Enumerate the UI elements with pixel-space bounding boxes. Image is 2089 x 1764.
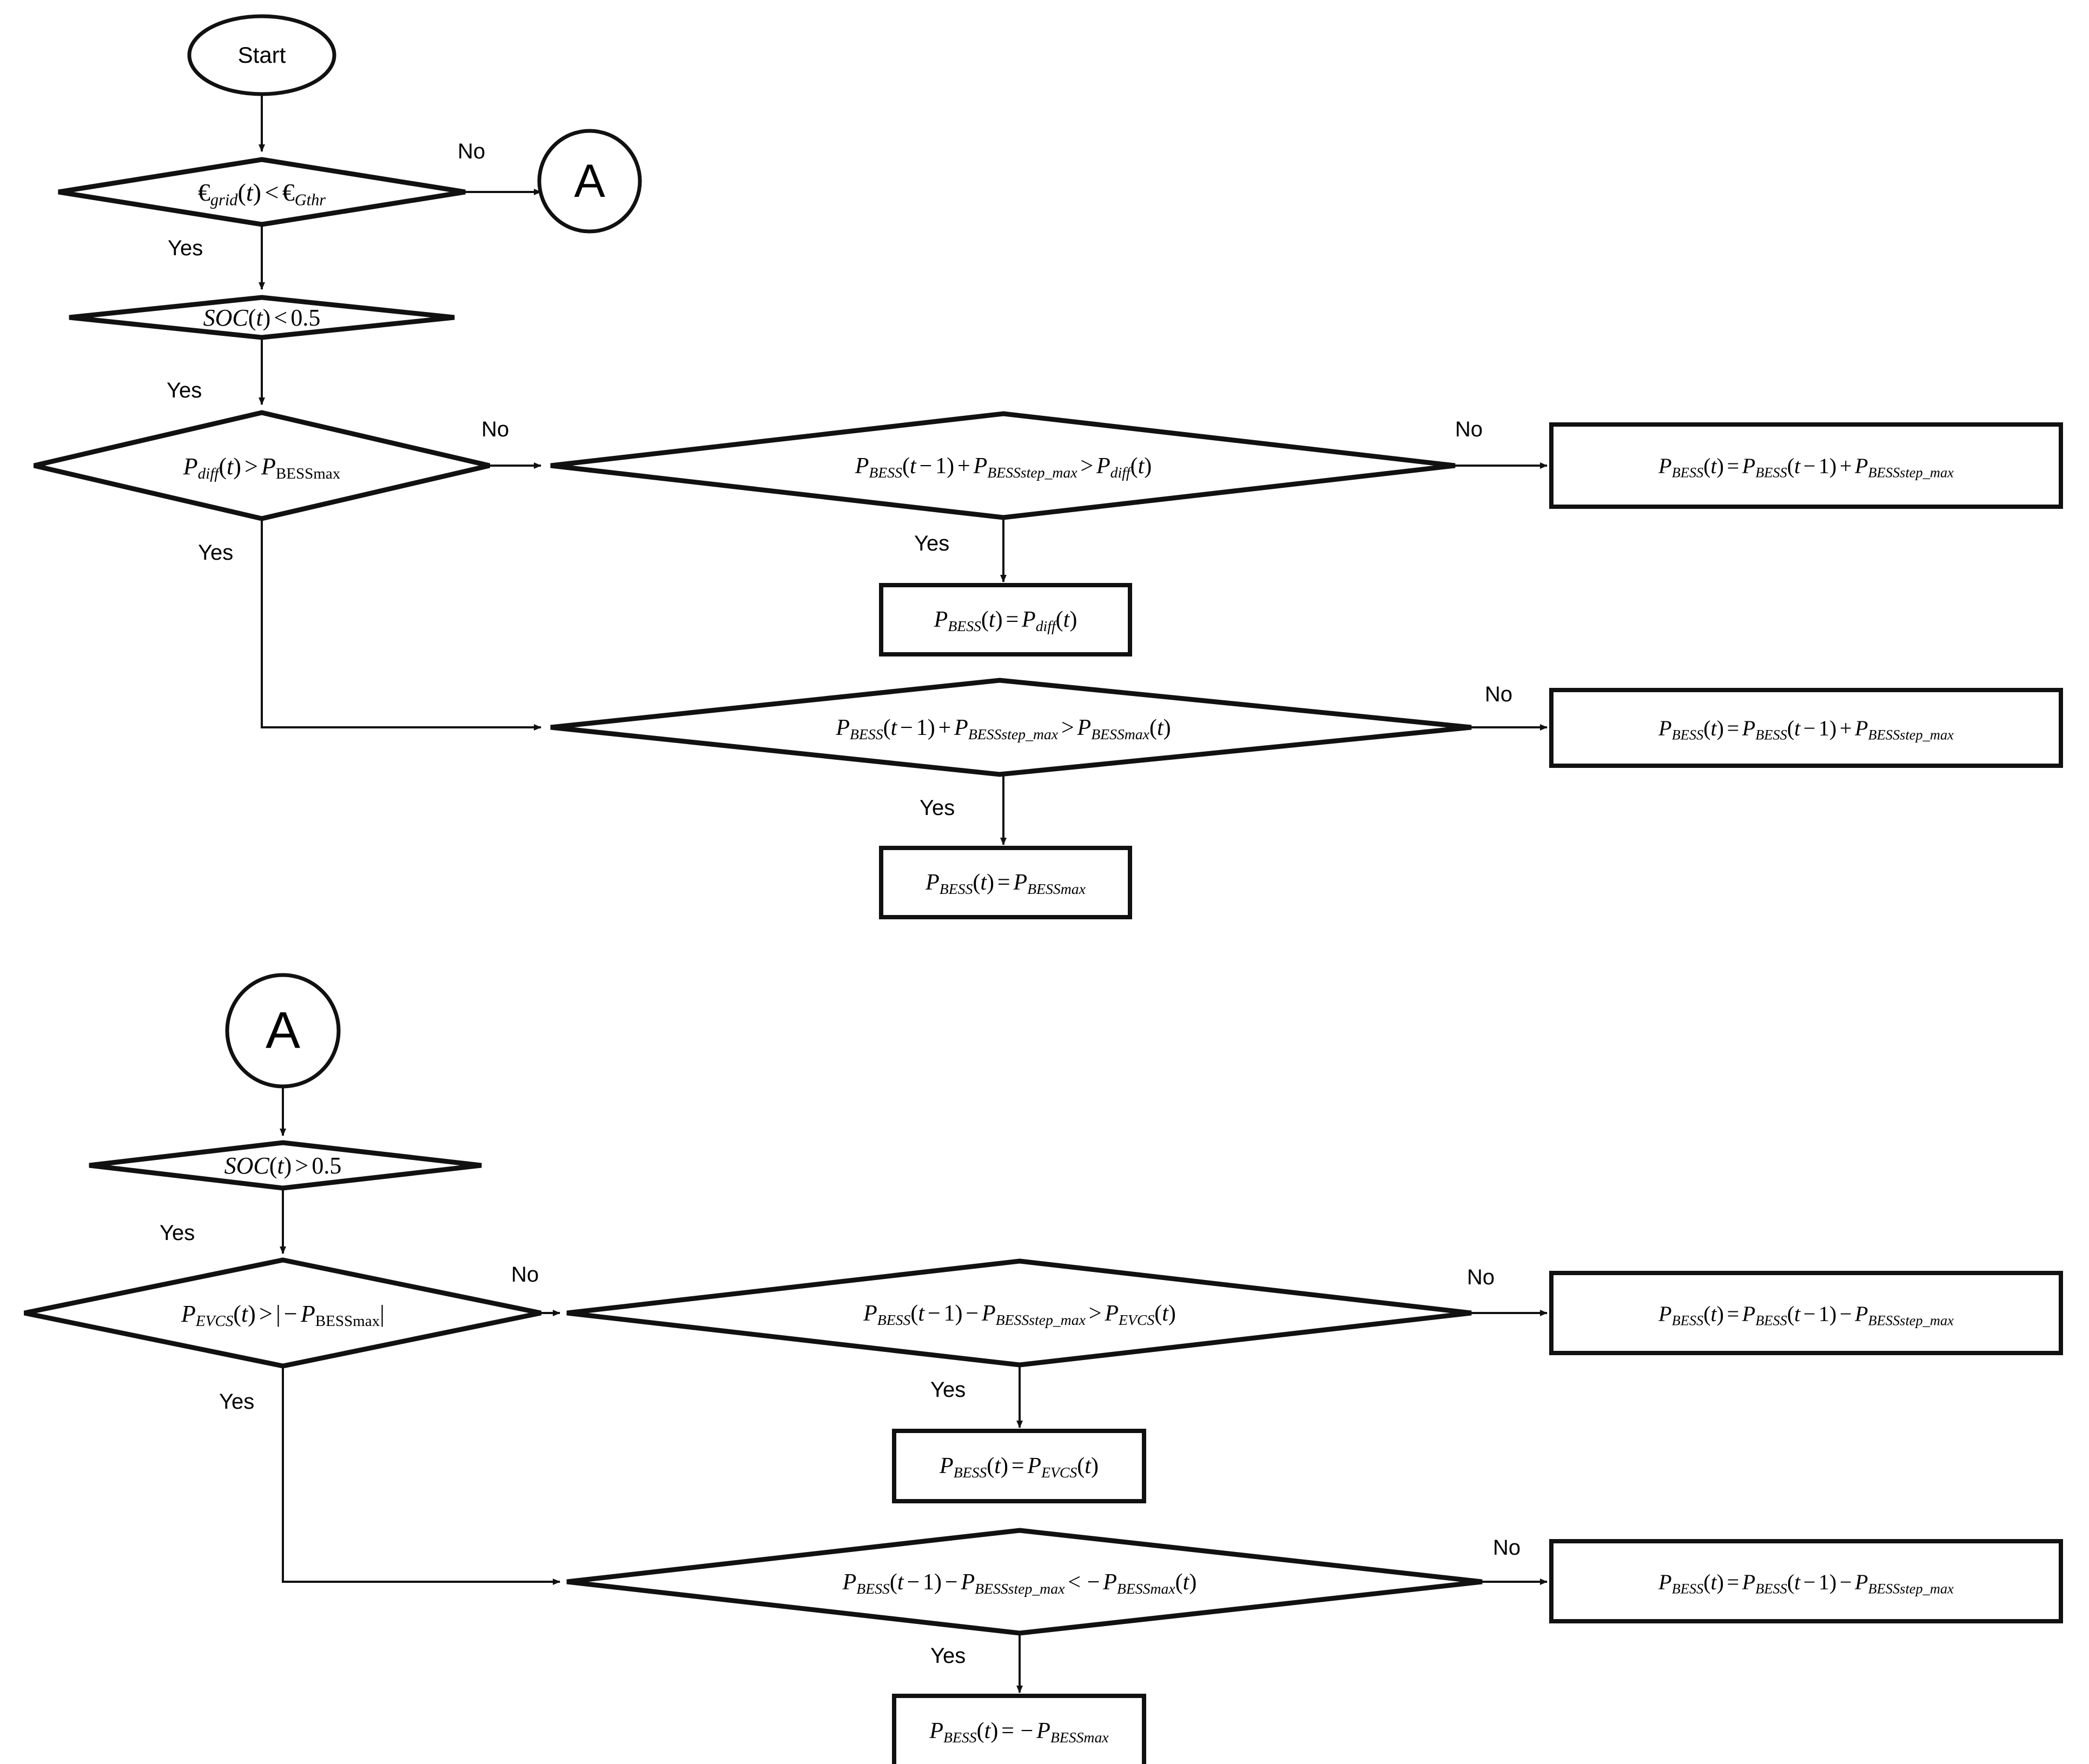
node-box-step2 <box>1549 688 2063 768</box>
node-box-step1 <box>1549 422 2063 509</box>
edge-label-soc-yes: Yes <box>167 379 202 402</box>
node-dec-price <box>58 157 466 227</box>
edge-label-price-yes: Yes <box>168 236 203 260</box>
edge-label-price-no: No <box>458 140 486 163</box>
node-dec-step2 <box>550 678 1472 777</box>
edge-label-pdiff-no: No <box>481 417 510 441</box>
edge-label-step2-no: No <box>1485 682 1513 706</box>
edge-label-pdiff-yes: Yes <box>198 541 234 565</box>
node-dec-step1 <box>550 411 1456 520</box>
node-connector-a-out <box>537 129 642 234</box>
edge-pdiff-yes <box>261 519 541 731</box>
node-dec-soc-gt <box>89 1140 482 1191</box>
edge-label-socgt-yes: Yes <box>160 1221 195 1245</box>
edge-label-pevcs-no: No <box>511 1263 539 1286</box>
edge-label-step4-yes: Yes <box>930 1644 966 1668</box>
edge-label-step2-yes: Yes <box>920 796 955 820</box>
node-box-bessmax <box>879 846 1132 919</box>
node-dec-step4 <box>566 1528 1483 1636</box>
node-box-step3 <box>1549 1271 2063 1355</box>
edge-label-step1-yes: Yes <box>914 532 950 555</box>
node-box-step4 <box>1549 1539 2063 1623</box>
node-connector-a-in <box>225 973 341 1089</box>
node-box-negmax <box>892 1694 1146 1764</box>
edge-label-step4-no: No <box>1493 1536 1521 1560</box>
node-box-pdiff <box>879 583 1132 656</box>
node-box-pevcs <box>892 1429 1146 1503</box>
node-start <box>187 14 336 96</box>
edge-label-step3-no: No <box>1467 1265 1495 1289</box>
node-dec-step3 <box>566 1258 1472 1368</box>
node-dec-pevcs <box>24 1257 541 1369</box>
edge-label-step1-no: No <box>1455 417 1483 441</box>
node-dec-pdiff <box>33 410 491 521</box>
edge-label-pevcs-yes: Yes <box>219 1390 255 1414</box>
edge-label-step3-yes: Yes <box>930 1378 966 1402</box>
edge-pevcs-yes <box>282 1366 560 1585</box>
node-dec-soc-lt <box>69 295 455 340</box>
